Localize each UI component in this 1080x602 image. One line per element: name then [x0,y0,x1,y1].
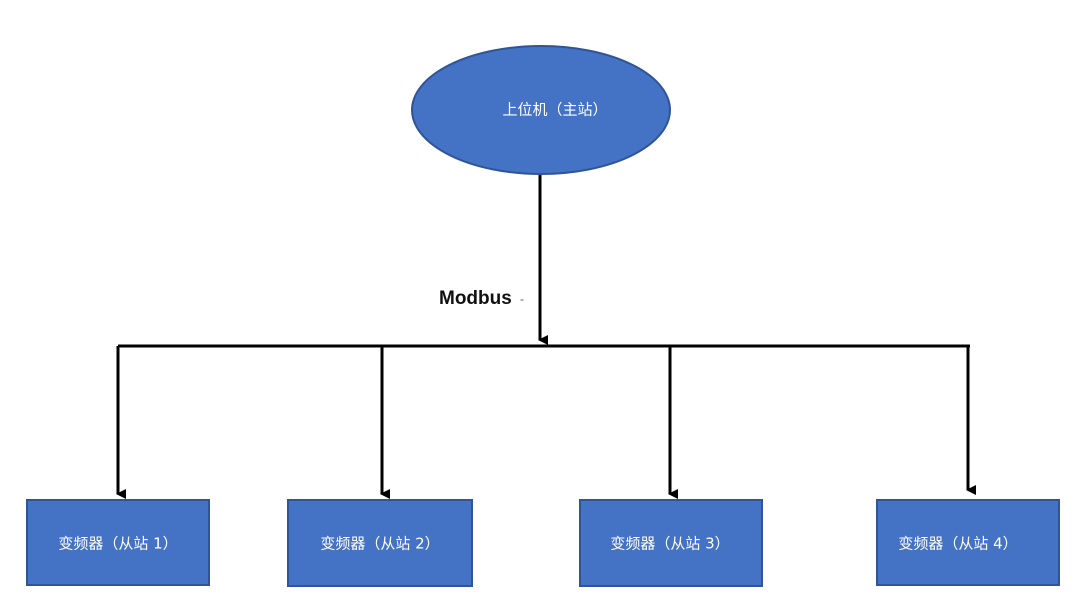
slave-node-4: 变频器（从站 4） [876,499,1060,586]
slave-node-4-label: 变频器（从站 4） [898,535,1017,553]
slave-node-3-label: 变频器（从站 3） [610,535,729,553]
master-node-shape [411,45,671,175]
slave-node-2-shape [287,499,473,587]
slave-node-2-label: 变频器（从站 2） [320,535,439,553]
slave-node-2: 变频器（从站 2） [287,499,473,587]
slave-node-4-shape [876,499,1060,586]
slave-node-1-label: 变频器（从站 1） [58,535,177,553]
master-node: 上位机（主站） [411,45,671,175]
slave-node-3: 变频器（从站 3） [579,499,763,587]
slave-node-1: 变频器（从站 1） [26,499,210,586]
slave-node-1-shape [26,499,210,586]
slave-node-3-shape [579,499,763,587]
bus-label-mark: - [520,292,524,306]
bus-label: Modbus [439,288,512,309]
master-node-label: 上位机（主站） [502,101,607,119]
